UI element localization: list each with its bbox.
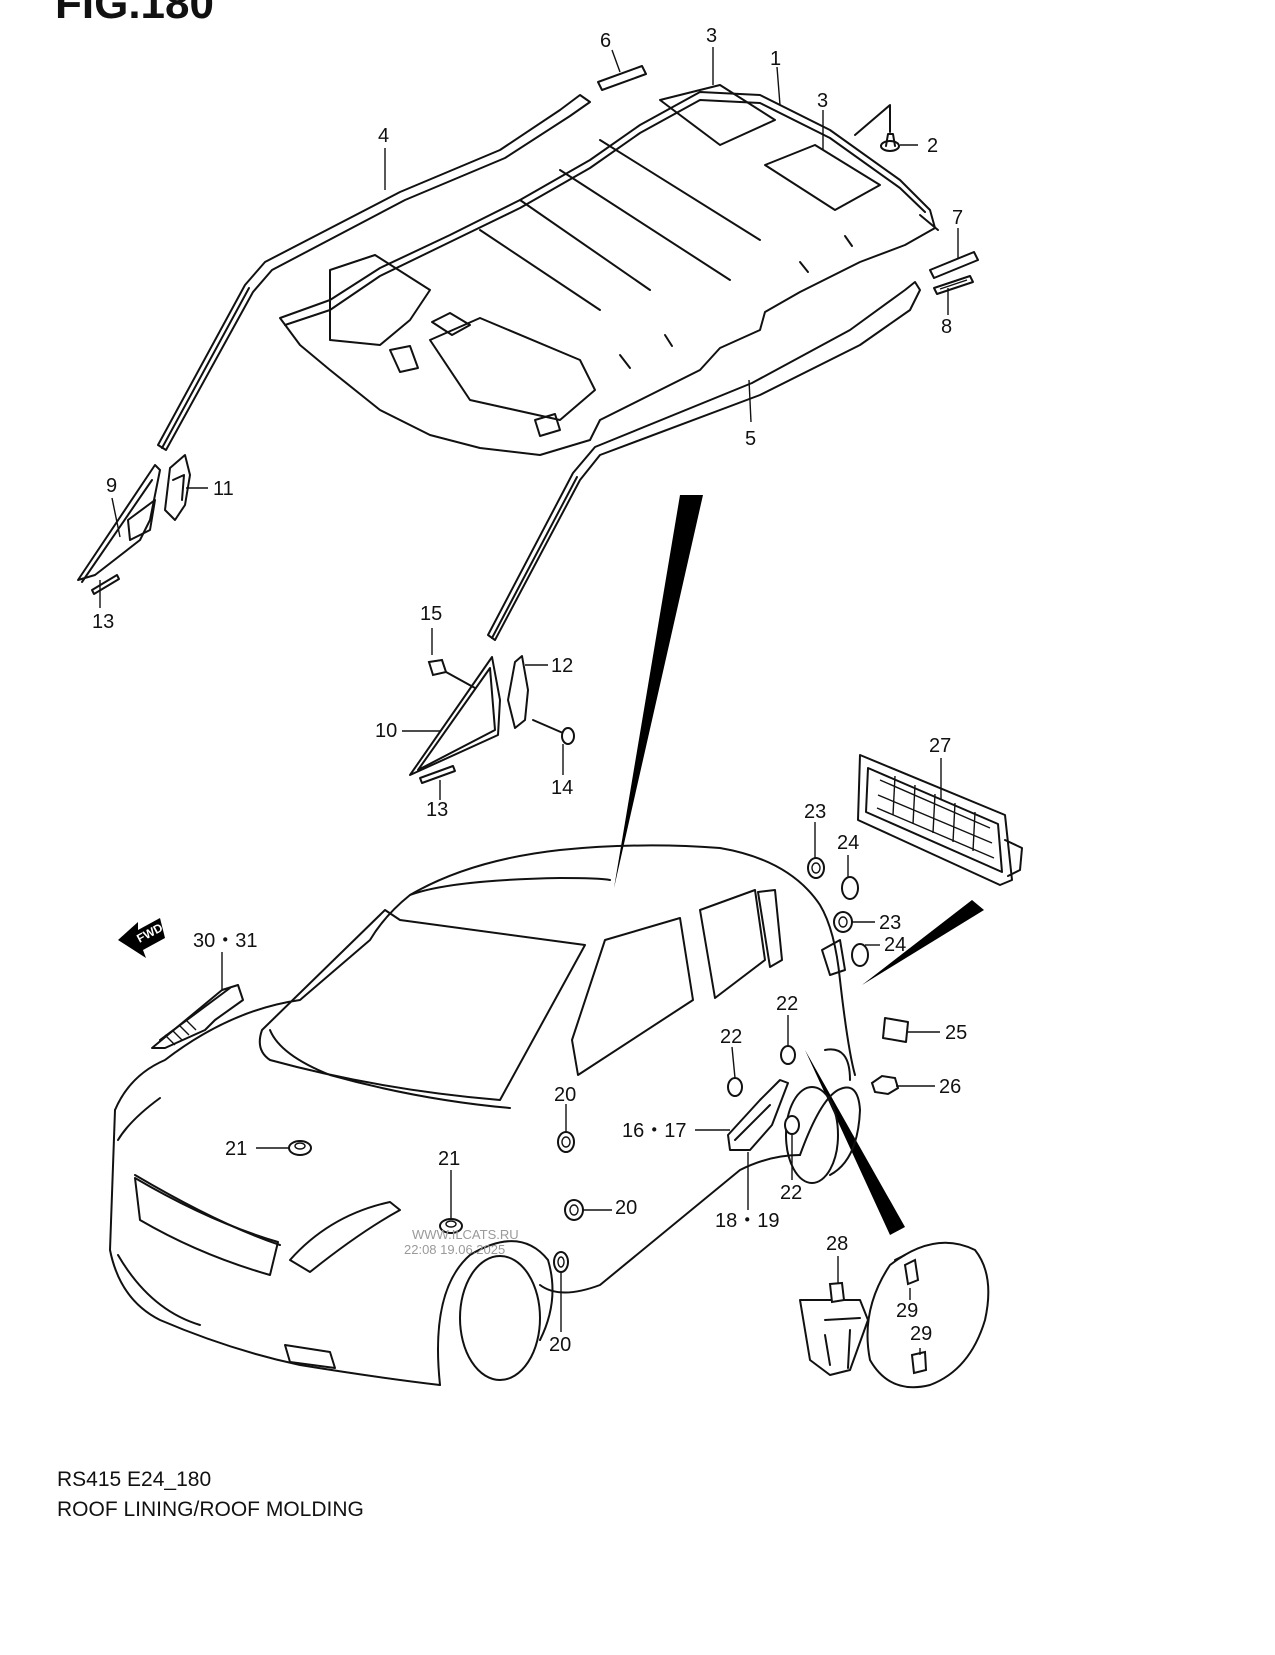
callout-1: 1 xyxy=(770,48,782,70)
seal-strip-13a xyxy=(91,574,120,595)
lining-clip-2 xyxy=(854,104,900,152)
pad-25 xyxy=(882,1017,909,1043)
callout-27: 27 xyxy=(929,735,952,757)
cap-24b xyxy=(851,943,869,967)
callout-25: 25 xyxy=(945,1022,968,1044)
clip-15 xyxy=(427,658,476,689)
fuel-lid-detail xyxy=(799,1241,990,1389)
callout-5: 5 xyxy=(745,428,757,450)
callout-29-upper: 29 xyxy=(896,1300,919,1322)
callout-30-31: 30・31 xyxy=(193,930,258,952)
leader-wedge-right xyxy=(862,900,984,985)
molding-clip-7 xyxy=(929,251,979,279)
callout-13-center: 13 xyxy=(426,799,449,821)
callout-21-left: 21 xyxy=(225,1138,248,1160)
grommet-20a xyxy=(557,1131,575,1153)
fender-cover-30-31 xyxy=(151,984,244,1049)
watermark-timestamp: 22:08 19.06.2025 xyxy=(404,1242,506,1257)
grommet-22a xyxy=(727,1077,743,1097)
callout-29-lower: 29 xyxy=(910,1323,933,1345)
callout-3-lower: 3 xyxy=(817,90,829,112)
callout-14: 14 xyxy=(551,777,574,799)
leader-lines xyxy=(99,47,959,1355)
grommet-20c xyxy=(553,1251,569,1273)
nut-26 xyxy=(870,1074,900,1096)
callout-22-lower: 22 xyxy=(780,1182,803,1204)
callout-24-lower: 24 xyxy=(884,934,907,956)
clip-21a xyxy=(288,1140,312,1156)
callout-20-upper: 20 xyxy=(554,1084,577,1106)
callout-22-middle: 22 xyxy=(720,1026,743,1048)
callout-13-left: 13 xyxy=(92,611,115,633)
callout-11: 11 xyxy=(213,478,234,500)
grommet-23a xyxy=(807,857,825,879)
callout-26: 26 xyxy=(939,1076,962,1098)
callout-6: 6 xyxy=(600,30,612,52)
callout-2: 2 xyxy=(927,135,939,157)
callout-22-upper: 22 xyxy=(776,993,799,1015)
callout-28: 28 xyxy=(826,1233,849,1255)
callout-10: 10 xyxy=(375,720,398,742)
callout-9: 9 xyxy=(106,475,118,497)
fwd-arrow-icon xyxy=(118,918,165,958)
callout-8: 8 xyxy=(941,316,953,338)
seal-strip-13b xyxy=(419,765,456,784)
grommet-22c xyxy=(784,1115,800,1135)
roof-lining-part xyxy=(279,84,939,456)
callout-23-upper: 23 xyxy=(804,801,827,823)
quarter-bracket-12 xyxy=(507,655,529,729)
model-code: RS415 E24_180 xyxy=(57,1468,212,1491)
leader-wedge-upper xyxy=(614,495,703,888)
molding-clip-8 xyxy=(933,275,974,295)
callout-7: 7 xyxy=(952,207,964,229)
cap-24a xyxy=(841,876,859,900)
callout-20-middle: 20 xyxy=(615,1197,638,1219)
watermark-site: WWW.ILCATS.RU xyxy=(412,1227,519,1242)
roof-molding-left-part xyxy=(157,94,591,451)
grommet-23b xyxy=(833,911,853,933)
callout-3-upper: 3 xyxy=(706,25,718,47)
front-pillar-trim-9 xyxy=(77,464,161,583)
grommet-20b xyxy=(564,1199,584,1221)
figure-caption: ROOF LINING/ROOF MOLDING xyxy=(57,1498,364,1521)
quarter-trim-10 xyxy=(409,656,501,776)
pillar-bracket-11 xyxy=(164,454,191,521)
callout-20-lower: 20 xyxy=(549,1334,572,1356)
callout-24-upper: 24 xyxy=(837,832,860,854)
grommet-22b xyxy=(780,1045,796,1065)
molding-clip-6 xyxy=(597,65,647,91)
figure-title: FIG.180 xyxy=(55,0,214,28)
ventilator-grille-27 xyxy=(857,754,1023,886)
callout-21-center: 21 xyxy=(438,1148,461,1170)
screw-14 xyxy=(532,719,575,745)
roof-molding-right-part xyxy=(487,281,921,641)
callout-18-19: 18・19 xyxy=(715,1210,780,1232)
callout-12: 12 xyxy=(551,655,574,677)
callout-23-lower: 23 xyxy=(879,912,902,934)
callout-15: 15 xyxy=(420,603,443,625)
callout-16-17: 16・17 xyxy=(622,1120,687,1142)
vehicle-outline xyxy=(109,844,861,1386)
callout-4: 4 xyxy=(378,125,390,147)
side-sill-cover-16-17 xyxy=(727,1079,789,1151)
